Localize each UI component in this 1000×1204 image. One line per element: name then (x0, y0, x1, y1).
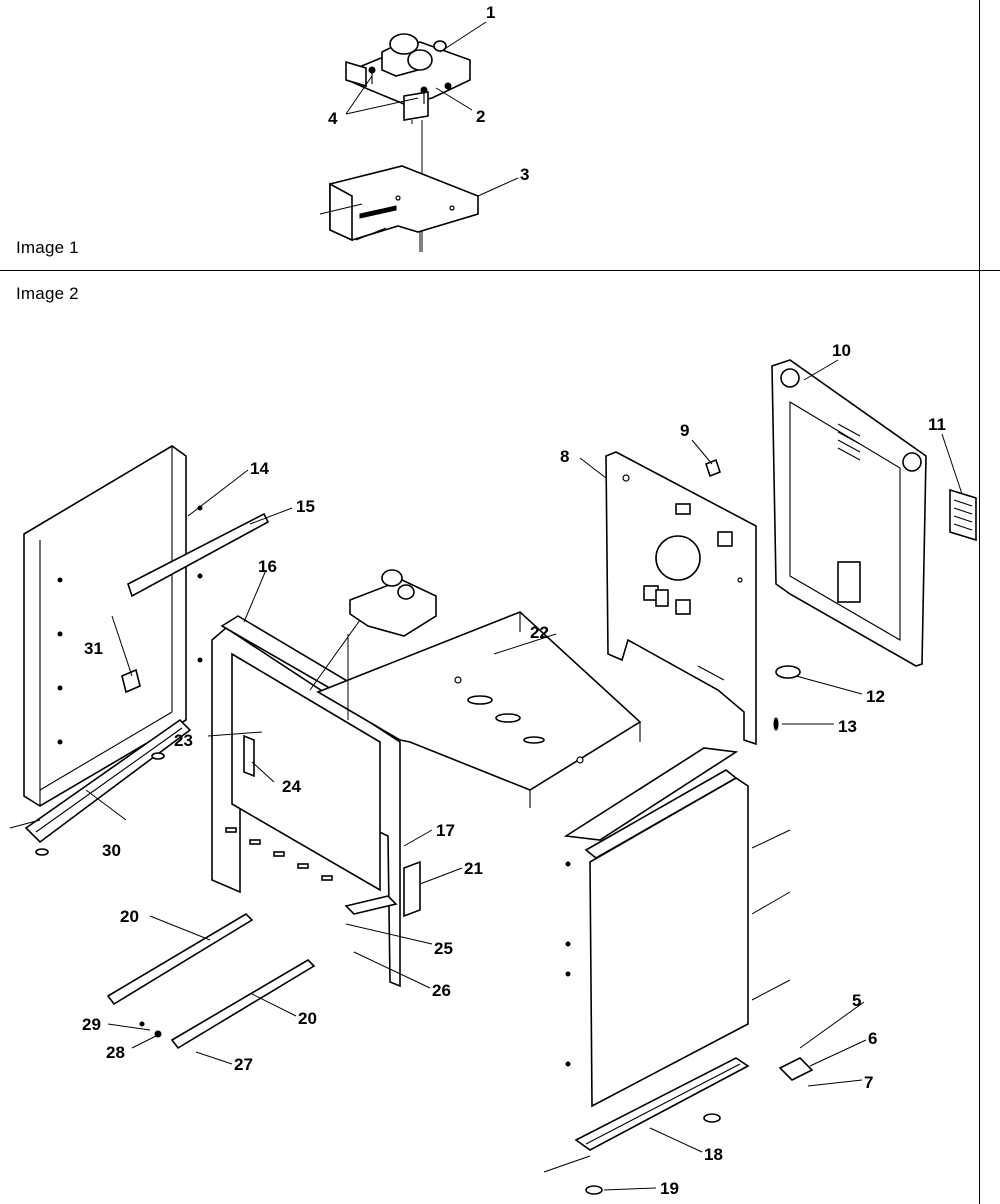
timer-mounted (349, 569, 437, 637)
callout-20-upper: 20 (120, 907, 139, 926)
callout-18: 18 (704, 1145, 723, 1164)
image-1-assembly: 1 2 3 4 (319, 3, 529, 252)
grommet (775, 665, 801, 679)
panel-title-image-1: Image 1 (16, 238, 79, 257)
callout-11: 11 (928, 415, 946, 434)
callout-6: 6 (868, 1029, 877, 1048)
callout-19: 19 (660, 1179, 679, 1198)
panel-title-image-2: Image 2 (16, 284, 79, 303)
clock-timer-assembly (345, 33, 471, 124)
callout-31: 31 (84, 639, 103, 658)
callout-13: 13 (838, 717, 857, 736)
rear-clip (705, 458, 721, 478)
callout-25: 25 (434, 939, 453, 958)
callout-21: 21 (464, 859, 483, 878)
callout-28: 28 (106, 1043, 125, 1062)
callout-9: 9 (680, 421, 689, 440)
leader-lines (85, 359, 963, 1191)
callout-7: 7 (864, 1073, 873, 1092)
support-strap (127, 512, 270, 598)
callout-23: 23 (174, 731, 193, 750)
callout-29: 29 (82, 1015, 101, 1034)
lower-rail-upper (106, 912, 254, 1006)
mounting-bracket (319, 165, 479, 252)
callout-10: 10 (832, 341, 851, 360)
frame-right-top (979, 0, 980, 270)
right-side-panel (563, 747, 791, 1108)
lower-rail-lower (170, 958, 316, 1050)
callout-26: 26 (432, 981, 451, 1000)
callout-16: 16 (258, 557, 277, 576)
callout-27: 27 (234, 1055, 253, 1074)
frame-right-bottom (979, 270, 980, 1204)
callout-1: 1 (486, 3, 495, 22)
callout-30: 30 (102, 841, 121, 860)
callout-3: 3 (520, 165, 529, 184)
top-panel (309, 611, 642, 808)
image-2-assembly: 5 6 7 8 9 10 11 12 13 14 15 16 17 18 19 … (9, 341, 977, 1198)
callout-14: 14 (250, 459, 269, 478)
callout-5: 5 (852, 991, 861, 1010)
callout-24: 24 (282, 777, 301, 796)
rear-panel (605, 451, 757, 746)
callout-2: 2 (476, 107, 485, 126)
callout-15: 15 (296, 497, 315, 516)
left-side-panel (23, 445, 203, 807)
callout-8: 8 (560, 447, 569, 466)
callout-12: 12 (866, 687, 885, 706)
callout-17: 17 (436, 821, 455, 840)
plug (773, 717, 779, 731)
vent-grille (949, 488, 977, 542)
callout-4: 4 (328, 109, 338, 128)
callout-22: 22 (530, 623, 549, 642)
callout-20-lower: 20 (298, 1009, 317, 1028)
hinge-bracket (778, 1057, 814, 1081)
panel-divider (0, 270, 1000, 271)
back-cover (771, 359, 927, 667)
